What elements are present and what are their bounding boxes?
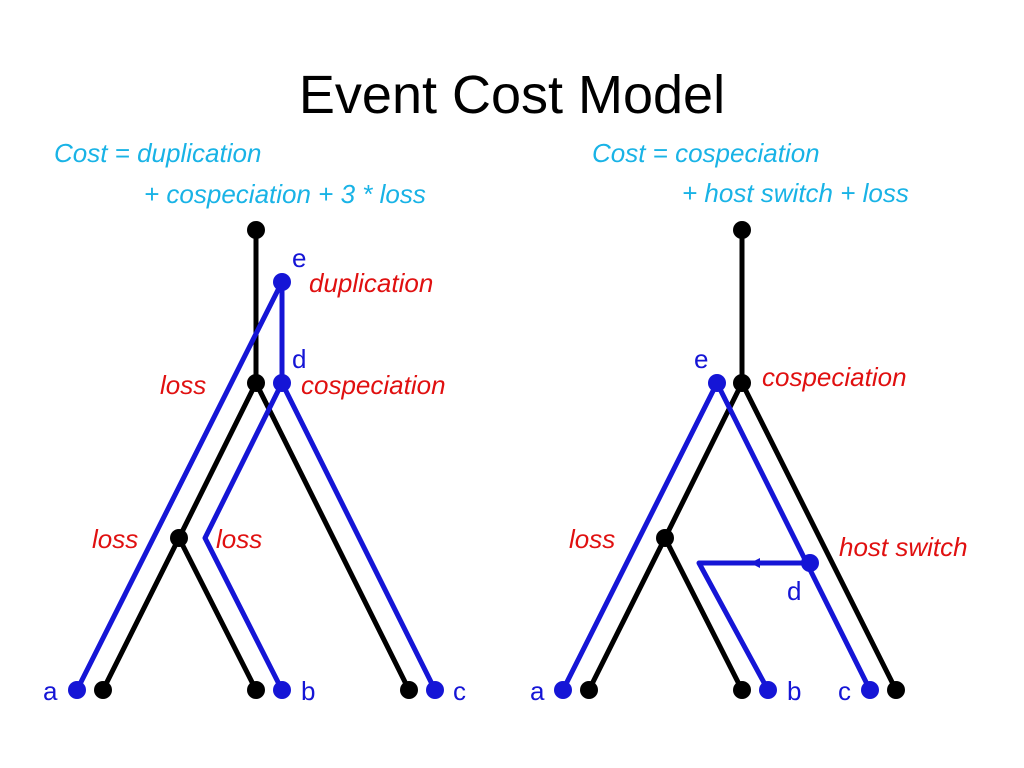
left-event-duplication: duplication <box>309 268 433 298</box>
slide-title: Event Cost Model <box>298 65 726 125</box>
left-parasite-leaf-c <box>426 681 444 699</box>
left-parasite-leaf-b <box>273 681 291 699</box>
right-host-leaf-a <box>580 681 598 699</box>
right-node-label-e: e <box>694 344 708 374</box>
left-leaf-label-a: a <box>43 676 58 706</box>
right-node-label-d: d <box>787 576 801 606</box>
left-parasite-edge-b <box>202 380 285 693</box>
right-host-internal-node <box>733 374 751 392</box>
right-parasite-node-e <box>708 374 726 392</box>
left-event-cospeciation: cospeciation <box>301 370 446 400</box>
right-parasite-edge-c <box>714 380 873 693</box>
left-event-loss-mid-right: loss <box>216 524 262 554</box>
right-parasite-leaf-b <box>759 681 777 699</box>
left-host-leaf-c <box>400 681 418 699</box>
left-host-leaf-b <box>247 681 265 699</box>
left-host-edge-b <box>176 535 259 693</box>
right-parasite-edge-b <box>696 560 771 693</box>
left-node-label-e: e <box>292 243 306 273</box>
left-event-loss-top: loss <box>160 370 206 400</box>
right-leaf-label-b: b <box>787 676 801 706</box>
left-leaf-label-b: b <box>301 676 315 706</box>
left-parasite-node-d <box>273 374 291 392</box>
right-event-cospeciation: cospeciation <box>762 362 907 392</box>
left-parasite-edge-c <box>279 380 438 693</box>
right-host-nodes <box>580 221 905 699</box>
right-event-host-switch: host switch <box>839 532 968 562</box>
left-parasite-edge-a <box>74 279 285 693</box>
right-leaf-label-c: c <box>838 676 851 706</box>
left-event-loss-mid-left: loss <box>92 524 138 554</box>
right-host-edge-b <box>662 535 745 693</box>
right-leaf-label-a: a <box>530 676 545 706</box>
left-host-nodes <box>94 221 418 699</box>
right-host-leaf-c <box>887 681 905 699</box>
left-host-edge-a <box>100 535 182 693</box>
right-parasite-leaf-a <box>554 681 572 699</box>
left-host-edge-left <box>176 380 259 541</box>
left-host-internal-node <box>247 374 265 392</box>
right-parasite-node-d <box>801 554 819 572</box>
right-host-tree <box>586 227 899 693</box>
left-leaf-label-c: c <box>453 676 466 706</box>
right-parasite-nodes <box>554 374 879 699</box>
right-host-leaf-b <box>733 681 751 699</box>
left-cost-formula-terms: + cospeciation + 3 * <box>144 179 380 209</box>
right-event-loss: loss <box>569 524 615 554</box>
left-cost-formula-line1: Cost = duplication <box>54 138 262 168</box>
right-cost-formula-line1: Cost = cospeciation <box>592 138 820 168</box>
right-parasite-leaf-c <box>861 681 879 699</box>
left-host-leaf-a <box>94 681 112 699</box>
left-parasite-leaf-a <box>68 681 86 699</box>
left-host-inner-node <box>170 529 188 547</box>
left-cost-formula-loss: loss <box>379 179 426 209</box>
right-cost-formula-line2: + host switch + loss <box>682 178 909 208</box>
right-parasite-tree <box>560 380 873 693</box>
right-host-root-node <box>733 221 751 239</box>
left-parasite-nodes <box>68 273 444 699</box>
right-parasite-edge-a <box>560 380 720 693</box>
left-cost-formula-line2: + cospeciation + 3 * loss <box>144 179 426 210</box>
left-parasite-tree <box>74 279 438 693</box>
left-host-tree <box>100 227 412 693</box>
right-host-edge-a <box>586 535 668 693</box>
left-parasite-node-e <box>273 273 291 291</box>
left-host-edge-right <box>253 380 412 693</box>
left-host-root-node <box>247 221 265 239</box>
right-host-inner-node <box>656 529 674 547</box>
right-host-edge-right <box>739 380 899 693</box>
left-node-label-d: d <box>292 344 306 374</box>
